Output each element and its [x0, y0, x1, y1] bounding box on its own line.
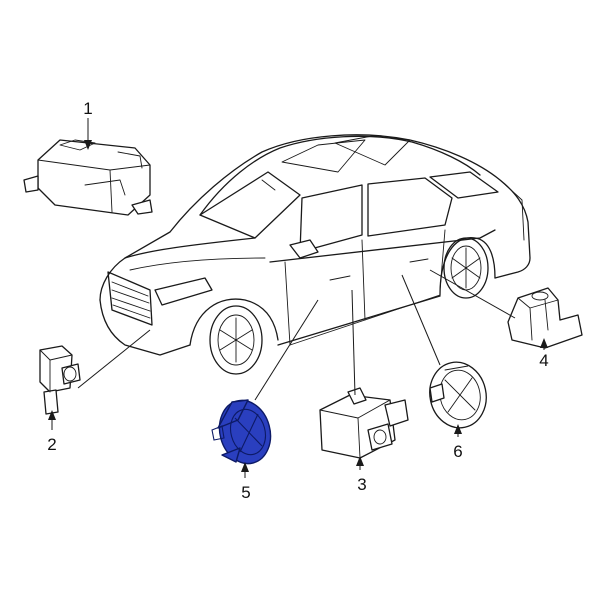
part-5-pressure-sensor-highlighted — [211, 399, 272, 465]
leader-lines — [48, 118, 548, 478]
part-6-pressure-sensor — [429, 361, 487, 429]
callout-1: 1 — [83, 99, 92, 118]
part-1-control-module — [23, 139, 153, 216]
part-4-sensor-bracket — [507, 287, 583, 349]
callout-2: 2 — [47, 435, 56, 454]
part-2-impact-sensor — [39, 345, 81, 415]
vehicle-illustration — [99, 134, 531, 375]
callout-3: 3 — [357, 475, 366, 494]
callout-6: 6 — [453, 442, 462, 461]
callout-4: 4 — [539, 351, 548, 370]
callout-5: 5 — [241, 483, 250, 502]
part-3-impact-sensor — [319, 387, 409, 459]
callout-numbers: 1 2 3 4 5 6 — [47, 99, 548, 502]
